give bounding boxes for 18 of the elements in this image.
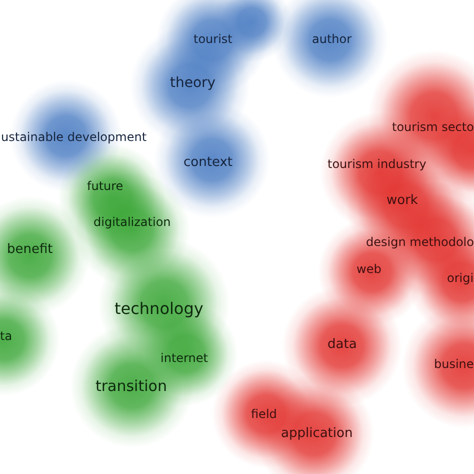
keyword-label: application <box>281 426 353 442</box>
keyword-label: work <box>386 194 418 208</box>
keyword-label: data <box>328 338 357 352</box>
keyword-label: tourism secto <box>392 121 474 135</box>
keyword-label: field <box>251 408 277 422</box>
keyword-label: internet <box>160 352 208 366</box>
keyword-label: tourist <box>194 33 232 47</box>
keyword-label: benefit <box>7 242 53 258</box>
keyword-label: transition <box>96 378 167 395</box>
keyword-label: busine <box>434 358 474 372</box>
keyword-label: design methodolo <box>366 236 474 250</box>
keyword-label: origi <box>447 272 474 286</box>
keyword-label: ta <box>0 330 12 344</box>
keyword-label: future <box>87 180 124 194</box>
keyword-label: web <box>356 263 382 277</box>
keyword-label: theory <box>170 75 216 92</box>
keyword-label: context <box>184 156 232 170</box>
keyword-label: author <box>312 33 352 47</box>
